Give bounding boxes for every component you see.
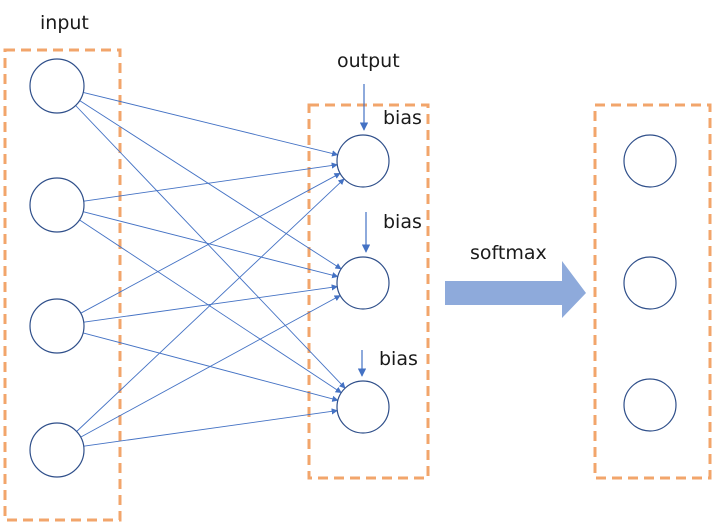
softmax-layer-box — [593, 103, 712, 480]
softmax-label: softmax — [470, 242, 547, 264]
edge-in1-out1 — [83, 91, 339, 157]
edge-in2-out2 — [83, 211, 339, 279]
edge-in1-out3 — [75, 105, 346, 389]
bias-label-3: bias — [379, 348, 418, 370]
input-layer-box — [3, 48, 122, 522]
input-label: input — [40, 12, 89, 34]
input-node-1 — [29, 58, 85, 114]
softmax-arrow — [445, 261, 586, 318]
input-node-3 — [29, 298, 85, 354]
edge-in1-out2 — [79, 100, 342, 270]
output-node-3 — [336, 380, 390, 434]
edge-in4-out1 — [76, 178, 345, 432]
edge-in4-out3 — [83, 408, 338, 447]
edge-in3-out1 — [80, 172, 341, 314]
input-node-4 — [29, 422, 85, 478]
bias-label-2: bias — [383, 211, 422, 233]
connection-edges — [75, 91, 346, 447]
bias-label-1: bias — [383, 107, 422, 129]
softmax-node-3 — [623, 378, 677, 432]
edge-in3-out2 — [83, 284, 338, 323]
input-node-2 — [29, 177, 85, 233]
output-node-1 — [336, 134, 390, 188]
output-node-2 — [336, 256, 390, 310]
edge-in2-out3 — [79, 219, 342, 394]
output-label: output — [337, 50, 400, 72]
output-layer-box — [307, 103, 430, 480]
edge-in4-out2 — [80, 295, 341, 438]
edge-in2-out1 — [83, 162, 338, 202]
softmax-node-1 — [623, 134, 677, 188]
softmax-node-2 — [623, 256, 677, 310]
